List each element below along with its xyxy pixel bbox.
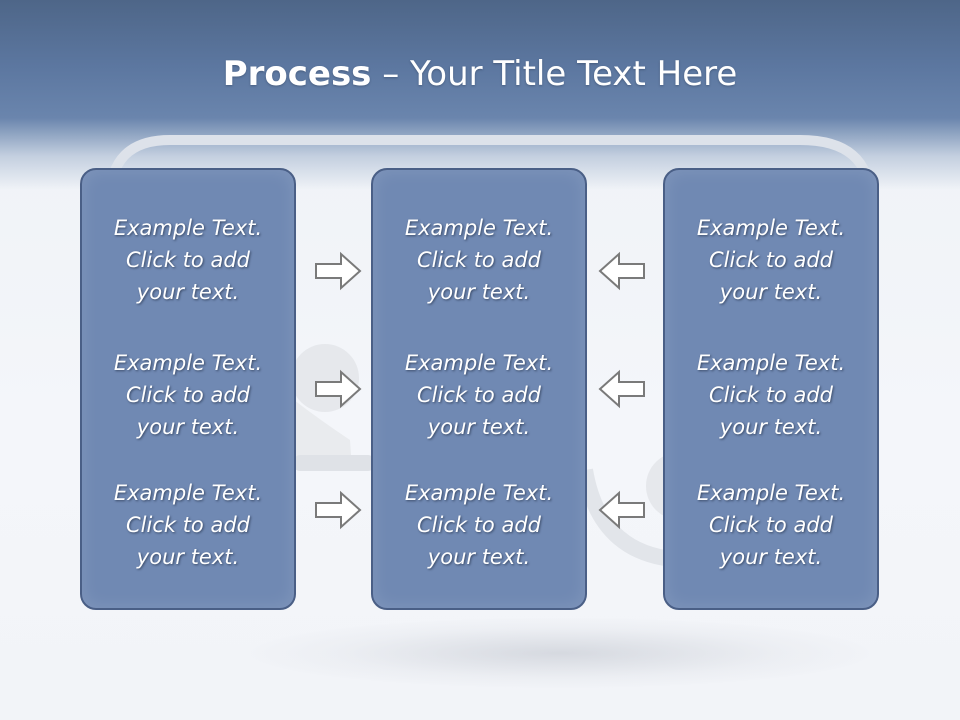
process-box-right[interactable]: Example Text. Click to add your text. Ex… <box>663 168 879 610</box>
text-line: Example Text. <box>113 351 263 375</box>
text-line: your text. <box>427 280 531 304</box>
text-placeholder[interactable]: Example Text. Click to add your text. <box>665 477 877 573</box>
text-line: Click to add <box>708 513 833 537</box>
text-line: Click to add <box>416 513 541 537</box>
text-line: your text. <box>719 280 823 304</box>
text-placeholder[interactable]: Example Text. Click to add your text. <box>665 212 877 308</box>
text-line: Click to add <box>416 383 541 407</box>
title-banner <box>0 0 960 190</box>
text-line: your text. <box>136 280 240 304</box>
arrow-left-icon <box>598 369 645 409</box>
text-line: Click to add <box>708 383 833 407</box>
text-line: Click to add <box>416 248 541 272</box>
text-line: Click to add <box>708 248 833 272</box>
text-line: Example Text. <box>113 216 263 240</box>
arrow-right-icon <box>315 251 362 291</box>
text-placeholder[interactable]: Example Text. Click to add your text. <box>373 477 585 573</box>
text-line: Click to add <box>125 248 250 272</box>
text-line: Example Text. <box>696 351 846 375</box>
text-line: your text. <box>136 415 240 439</box>
arrow-left-icon <box>598 251 645 291</box>
text-placeholder[interactable]: Example Text. Click to add your text. <box>82 347 294 443</box>
text-line: Example Text. <box>696 216 846 240</box>
arrow-right-icon <box>315 490 362 530</box>
text-placeholder[interactable]: Example Text. Click to add your text. <box>665 347 877 443</box>
slide-title-rest: – Your Title Text Here <box>371 54 738 94</box>
text-line: Example Text. <box>404 216 554 240</box>
text-line: Click to add <box>125 513 250 537</box>
text-line: your text. <box>136 545 240 569</box>
process-box-left[interactable]: Example Text. Click to add your text. Ex… <box>80 168 296 610</box>
slide-title-bold: Process <box>222 54 372 94</box>
floor-shadow <box>250 618 870 688</box>
text-line: your text. <box>427 545 531 569</box>
text-line: Example Text. <box>404 481 554 505</box>
text-placeholder[interactable]: Example Text. Click to add your text. <box>82 212 294 308</box>
text-line: your text. <box>719 545 823 569</box>
text-line: your text. <box>427 415 531 439</box>
text-line: Example Text. <box>696 481 846 505</box>
text-placeholder[interactable]: Example Text. Click to add your text. <box>373 212 585 308</box>
text-placeholder[interactable]: Example Text. Click to add your text. <box>82 477 294 573</box>
text-line: Example Text. <box>113 481 263 505</box>
text-placeholder[interactable]: Example Text. Click to add your text. <box>373 347 585 443</box>
text-line: Example Text. <box>404 351 554 375</box>
slide-title: Process – Your Title Text Here <box>0 52 960 96</box>
text-line: your text. <box>719 415 823 439</box>
text-line: Click to add <box>125 383 250 407</box>
arrow-right-icon <box>315 369 362 409</box>
process-box-center[interactable]: Example Text. Click to add your text. Ex… <box>371 168 587 610</box>
arrow-left-icon <box>598 490 645 530</box>
